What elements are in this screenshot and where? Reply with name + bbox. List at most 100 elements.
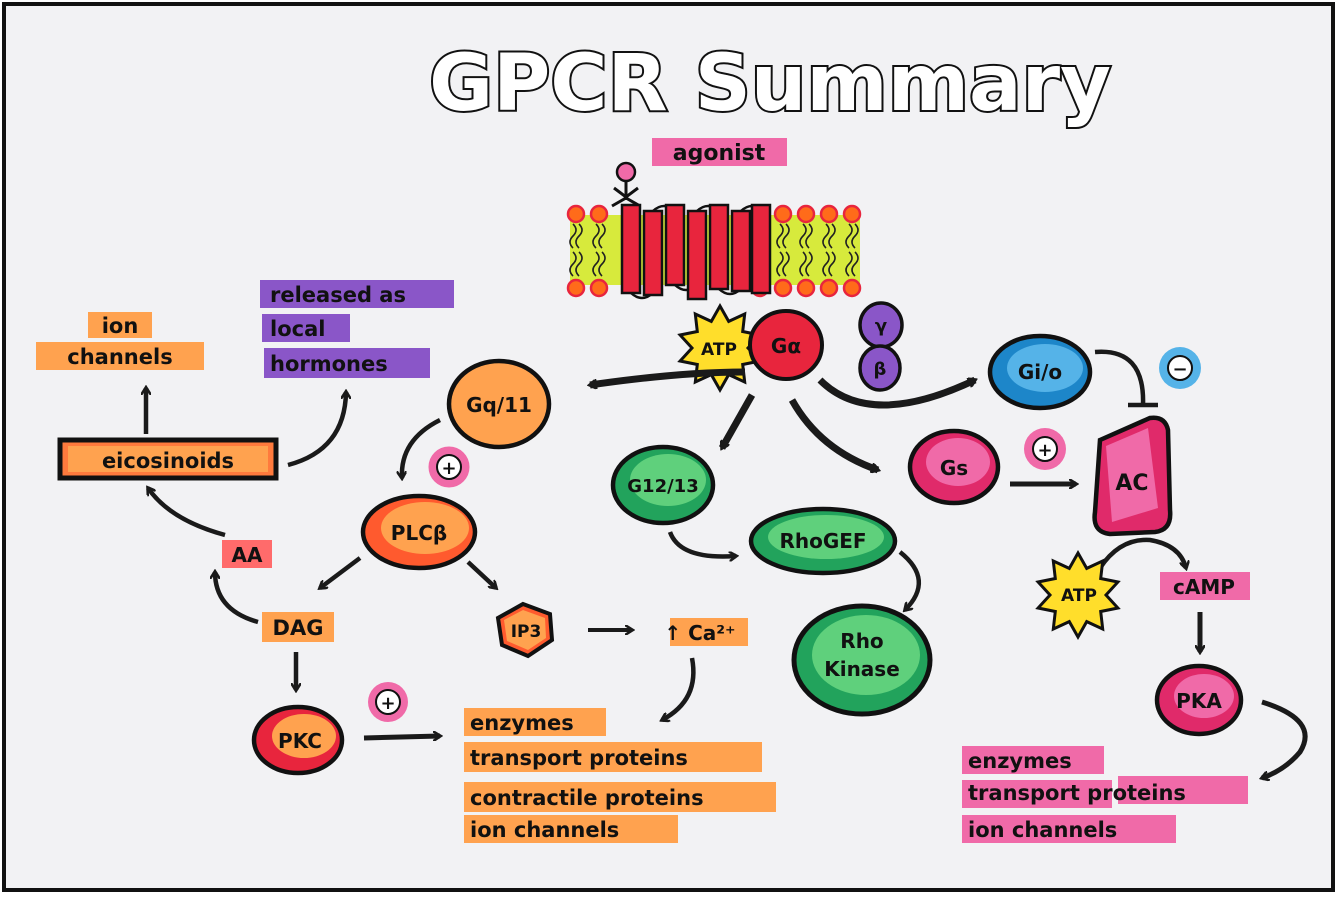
- atp-star-ac: [1035, 549, 1121, 641]
- g-beta-label: β: [874, 359, 887, 380]
- lipid-tail: [822, 223, 836, 277]
- arrow-galpha-to-gq: [590, 368, 746, 385]
- agonist-label: agonist: [673, 141, 766, 166]
- pka-label: PKA: [1176, 689, 1222, 713]
- gpcr-receptor: [620, 203, 772, 301]
- targets-right-hl-3: [962, 815, 1176, 843]
- targets-middle-line-1: enzymes: [470, 711, 574, 735]
- g-alpha-node: [748, 309, 824, 381]
- minus-sign-gio-inner: [1167, 355, 1193, 381]
- eicosanoids-highlight: [68, 446, 268, 472]
- receptor-helix: [708, 203, 730, 291]
- camp-label: cAMP: [1173, 575, 1235, 599]
- agonist-ligand: [611, 161, 641, 208]
- g-beta-node: [858, 344, 902, 392]
- lipid-head: [566, 204, 586, 224]
- arrow-galpha-to-gio: [817, 376, 975, 409]
- lipid-tail: [569, 223, 583, 277]
- ion-channels-left-hl-1: [88, 312, 152, 338]
- lipid-tail: [592, 223, 606, 277]
- arrow-plcb-to-dag: [320, 556, 362, 588]
- camp-highlight: [1160, 572, 1250, 600]
- arrow-g1213-to-rhogef: [667, 531, 736, 557]
- receptor-helix: [664, 203, 686, 287]
- arrow-aa-to-eicosanoids: [148, 488, 226, 538]
- eicosanoids-label: eicosinoids: [102, 449, 234, 473]
- lipid-tail: [799, 223, 813, 277]
- ip3-label: IP3: [511, 622, 542, 642]
- lipid-tail: [776, 223, 790, 277]
- aa-highlight: [222, 540, 272, 568]
- arrow-galpha-to-gs: [788, 398, 878, 470]
- lipid-head: [842, 204, 862, 224]
- arrow-ca-to-targets: [662, 657, 696, 720]
- gio-label: Gi/o: [1018, 360, 1062, 384]
- rho-kinase-node-highlight: [812, 615, 920, 695]
- targets-right-hl-1: [962, 746, 1104, 774]
- dag-label: DAG: [273, 616, 324, 640]
- lipid-head: [589, 204, 609, 224]
- ip3-node-highlight: [504, 610, 546, 650]
- arrow-dag-to-aa: [215, 572, 259, 625]
- targets-right-line-1: enzymes: [968, 749, 1072, 773]
- pkc-node-highlight: [272, 714, 336, 758]
- gs-label: Gs: [940, 456, 968, 480]
- targets-middle-hl-3: [464, 782, 776, 812]
- plus-sign-plcb-label: +: [441, 458, 456, 479]
- plus-sign-gs-inner: [1032, 436, 1058, 462]
- arrow-eicosanoids-to-released: [287, 392, 346, 468]
- pkc-label: PKC: [278, 729, 322, 753]
- gs-node-highlight: [926, 438, 990, 486]
- receptor-helix: [686, 209, 708, 301]
- rho-kinase-label-2: Kinase: [824, 657, 900, 681]
- rhogef-label: RhoGEF: [779, 529, 866, 553]
- minus-sign-gio-label: −: [1172, 359, 1187, 380]
- plcb-node-highlight: [381, 502, 469, 554]
- lipid-head: [566, 278, 586, 298]
- g-gamma-label: γ: [875, 316, 887, 337]
- released-line-1: released as: [270, 283, 406, 307]
- receptor-helix: [730, 209, 752, 293]
- lipid-head: [796, 204, 816, 224]
- targets-right-hl-2b: [1118, 776, 1248, 804]
- arrow-gq-to-plcb: [402, 417, 442, 478]
- receptor-helix: [750, 203, 772, 295]
- released-hl-1: [260, 280, 454, 308]
- plus-sign-pkc-label: +: [380, 693, 395, 714]
- g-alpha-label: Gα: [771, 334, 801, 358]
- ion-channels-left-line-2: channels: [67, 345, 172, 369]
- released-line-3: hormones: [270, 352, 388, 376]
- lipid-head: [819, 278, 839, 298]
- aa-label: AA: [232, 543, 263, 567]
- lipid-head: [819, 204, 839, 224]
- released-hl-3: [264, 348, 430, 378]
- ac-label: AC: [1115, 471, 1148, 496]
- g1213-node-highlight: [630, 454, 706, 506]
- lipid-head: [773, 204, 793, 224]
- targets-middle-line-3: contractile proteins: [470, 786, 704, 810]
- gq11-node: [446, 358, 552, 450]
- targets-middle-line-4: ion channels: [470, 818, 619, 842]
- diagram-title: GPCR Summary: [429, 39, 1111, 129]
- rho-kinase-label-1: Rho: [840, 629, 883, 653]
- receptor-helix: [642, 209, 664, 297]
- targets-middle-hl-4: [464, 815, 678, 843]
- plcb-label: PLCβ: [391, 521, 447, 545]
- plus-sign-plcb-inner: [436, 454, 462, 480]
- ac-node-highlight: [1106, 428, 1158, 522]
- arrow-pkc-to-targets: [363, 736, 440, 738]
- targets-right-hl-2a: [962, 780, 1112, 808]
- g1213-label: G12/13: [627, 476, 698, 497]
- targets-right-line-3: ion channels: [968, 818, 1117, 842]
- targets-middle-line-2: transport proteins: [470, 746, 688, 770]
- dag-highlight: [262, 612, 334, 642]
- lipid-head: [796, 278, 816, 298]
- atp-ac-label: ATP: [1061, 586, 1097, 606]
- lipid-tail: [845, 223, 859, 277]
- ion-channels-left-line-1: ion: [102, 314, 139, 338]
- arrow-rhogef-to-rho-kinase: [898, 550, 922, 610]
- arrow-galpha-to-g1213: [718, 393, 756, 448]
- lipid-head: [589, 278, 609, 298]
- arrow-atp-to-camp: [1098, 537, 1186, 568]
